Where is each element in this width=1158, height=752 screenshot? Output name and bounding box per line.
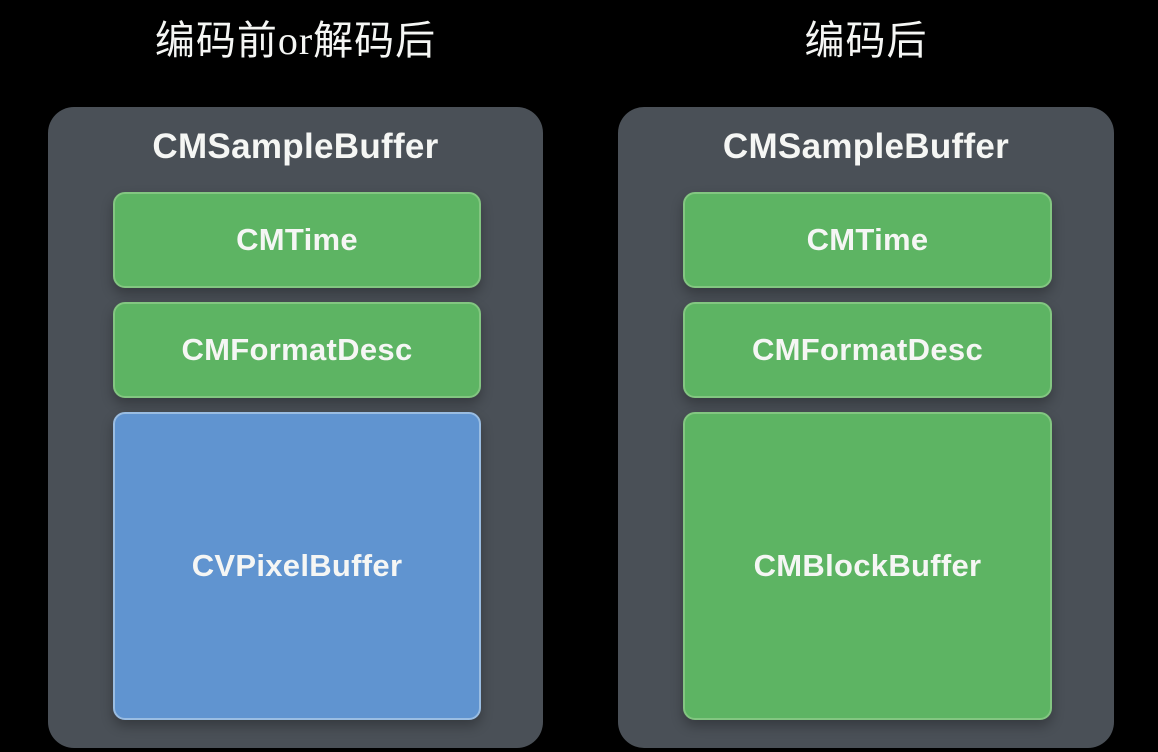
cmtime-block: CMTime	[683, 192, 1052, 288]
right-panel-caption: 编码后	[804, 18, 928, 63]
cmtime-block: CMTime	[113, 192, 481, 288]
cmblockbuffer-block: CMBlockBuffer	[683, 412, 1052, 720]
samplebuffer-panel-uncompressed: CMSampleBuffer CMTime CMFormatDesc CVPix…	[48, 107, 543, 748]
left-panel-caption: 编码前or解码后	[154, 18, 437, 63]
cmformatdesc-block: CMFormatDesc	[113, 302, 481, 398]
panel-title: CMSampleBuffer	[722, 127, 1010, 166]
panel-title: CMSampleBuffer	[152, 127, 439, 166]
samplebuffer-panel-encoded: CMSampleBuffer CMTime CMFormatDesc CMBlo…	[618, 107, 1114, 748]
cmformatdesc-block: CMFormatDesc	[683, 302, 1052, 398]
cvpixelbuffer-block: CVPixelBuffer	[113, 412, 481, 720]
